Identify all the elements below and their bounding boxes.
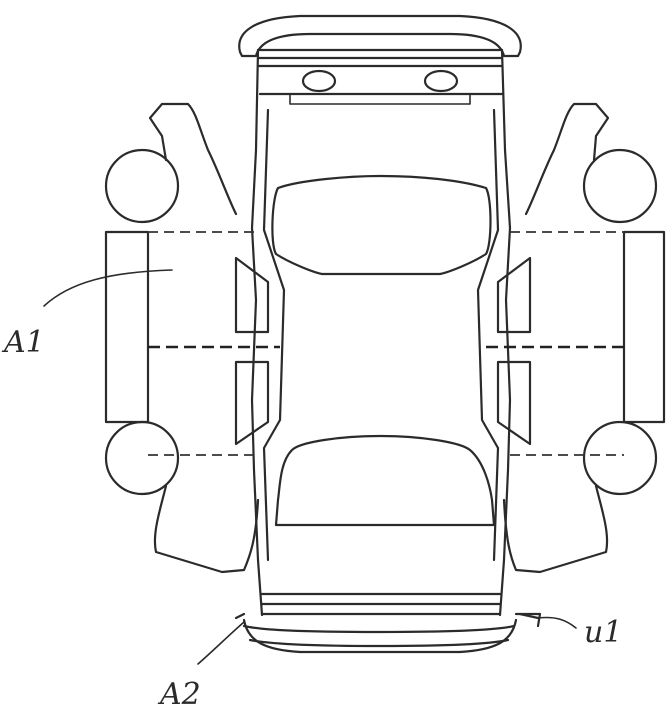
fold-lines [148,231,624,456]
leader-u1 [537,616,577,629]
front-windshield [271,174,492,276]
leader-a2 [197,621,245,665]
headlight-right [423,69,459,93]
label-a1: A1 [1,325,45,360]
rear-windshield [274,434,496,527]
cabin-frame [262,108,500,562]
leader-a1 [43,269,173,307]
rear-bumper [234,592,542,654]
rear-left-wheel [104,420,180,496]
label-u1: u1 [584,615,622,650]
headlight-left [301,69,337,93]
left-side-panel [104,102,270,574]
leader-lines [43,269,577,665]
car-body-outline [250,48,512,617]
right-side-panel [496,102,666,574]
label-a2: A2 [157,677,201,709]
rear-right-wheel [582,420,658,496]
front-right-wheel [582,148,658,224]
front-bumper [238,14,522,58]
front-left-wheel [104,148,180,224]
hood [256,48,504,105]
